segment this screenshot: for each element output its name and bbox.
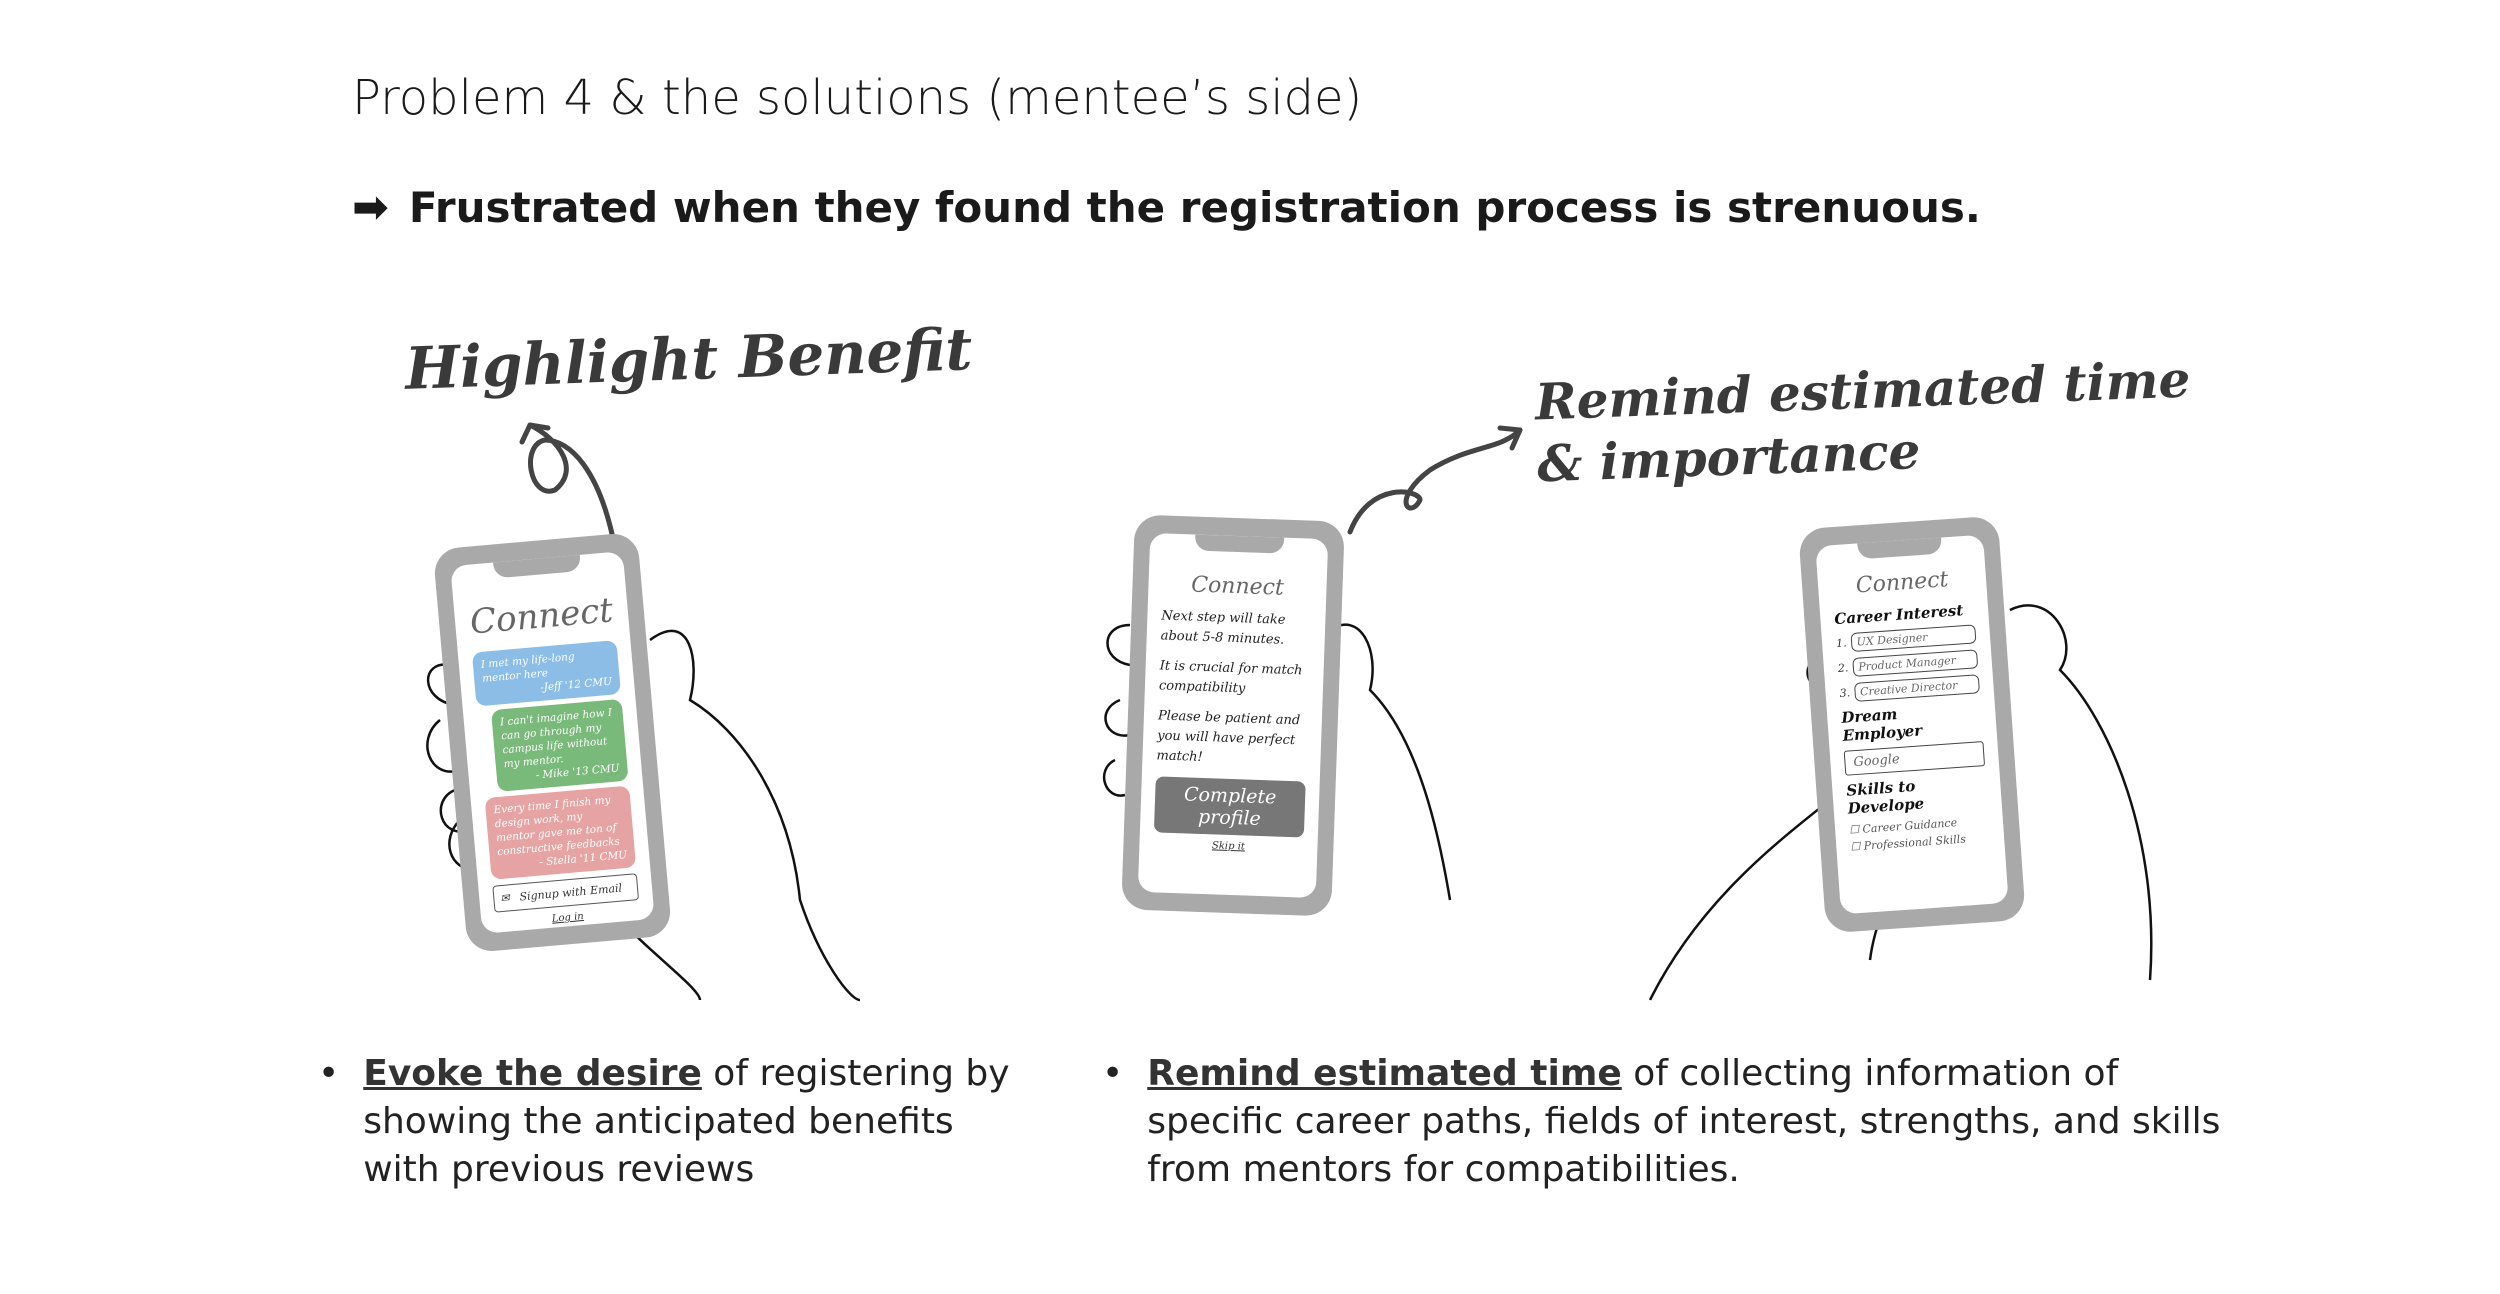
app-logo: Connect	[468, 590, 615, 643]
annotation-highlight-benefit: Highlight Benefit	[403, 315, 974, 403]
phone-screen: Connect Next step will take about 5-8 mi…	[1137, 533, 1329, 898]
skill-label: Professional Skills	[1863, 832, 1967, 853]
phone-notch	[493, 554, 581, 579]
dream-employer-heading: Dream Employer	[1840, 705, 1923, 745]
career-option[interactable]: 2.Product Manager	[1837, 649, 1979, 678]
career-interest-heading: Career Interest	[1833, 601, 1964, 629]
phone-notch	[1194, 534, 1284, 554]
message-text: Next step will take about 5-8 minutes.	[1160, 608, 1286, 648]
complete-profile-button[interactable]: Complete profile	[1153, 776, 1306, 838]
bullet-icon: •	[1102, 1053, 1124, 1094]
phone-screen: Connect I met my life-long mentor here-J…	[450, 551, 655, 934]
phone-mockup-benefits: Connect I met my life-long mentor here-J…	[432, 531, 673, 954]
skip-link[interactable]: Skip it	[1211, 840, 1246, 853]
app-logo: Connect	[1190, 572, 1285, 601]
rank: 2.	[1837, 661, 1849, 676]
phone-screen: Connect Career Interest 1.UX Designer 2.…	[1815, 534, 2009, 915]
signup-label: Signup with Email	[518, 881, 623, 904]
envelope-icon: ✉	[499, 891, 511, 906]
skill-label: Career Guidance	[1862, 816, 1958, 836]
bullet-remind-time: • Remind estimated time of collecting in…	[1102, 1050, 2242, 1194]
page-title: Problem 4 & the solutions (mentee’s side…	[352, 70, 1363, 126]
signup-email-button[interactable]: ✉ Signup with Email	[492, 873, 640, 913]
bullet-emphasis: Remind estimated time	[1147, 1053, 1622, 1094]
review-card: I can't imagine how I can go through my …	[490, 698, 629, 792]
career-option[interactable]: 3.Creative Director	[1839, 674, 1980, 703]
career-select[interactable]: Product Manager	[1851, 649, 1979, 677]
bullet-text: Evoke the desire of registering by showi…	[363, 1050, 1038, 1194]
phone-mockup-career-form: Connect Career Interest 1.UX Designer 2.…	[1798, 515, 2026, 934]
review-card: Every time I finish my design work, my m…	[484, 785, 637, 880]
career-option[interactable]: 1.UX Designer	[1836, 624, 1977, 653]
bullet-icon: •	[318, 1053, 340, 1094]
skills-heading: Skills to Develope	[1845, 776, 1925, 818]
phone-notch	[1857, 537, 1943, 560]
problem-text: Frustrated when they found the registrat…	[408, 183, 1981, 232]
career-select[interactable]: UX Designer	[1849, 624, 1977, 653]
bullet-emphasis: Evoke the desire	[363, 1053, 702, 1094]
review-text: I can't imagine how I can go through my …	[499, 706, 613, 771]
message-text: Please be patient and you will have perf…	[1156, 708, 1301, 765]
bullet-body: of registering by showing the anticipate…	[363, 1053, 1010, 1190]
bullet-evoke-desire: • Evoke the desire of registering by sho…	[318, 1050, 1038, 1194]
review-card: I met my life-long mentor here-Jeff '12 …	[471, 640, 622, 707]
app-logo: Connect	[1855, 567, 1950, 599]
rank: 1.	[1835, 636, 1848, 651]
rank: 3.	[1839, 686, 1851, 700]
review-text: Every time I finish my design work, my m…	[493, 794, 621, 859]
annotation-remind-time: Remind estimated time & importance	[1534, 349, 2193, 496]
message-text: It is crucial for match compatibility	[1158, 658, 1303, 697]
employer-input[interactable]: Google	[1843, 741, 1986, 776]
curved-arrow-icon	[519, 422, 1523, 551]
right-arrow-icon: ➡	[352, 182, 389, 233]
phone-mockup-estimated-time: Connect Next step will take about 5-8 mi…	[1121, 514, 1345, 917]
bullet-body: of collecting information of specific ca…	[1147, 1053, 2221, 1190]
career-select[interactable]: Creative Director	[1853, 674, 1980, 702]
bullet-text: Remind estimated time of collecting info…	[1147, 1050, 2242, 1194]
problem-statement: ➡ Frustrated when they found the registr…	[352, 182, 1981, 233]
